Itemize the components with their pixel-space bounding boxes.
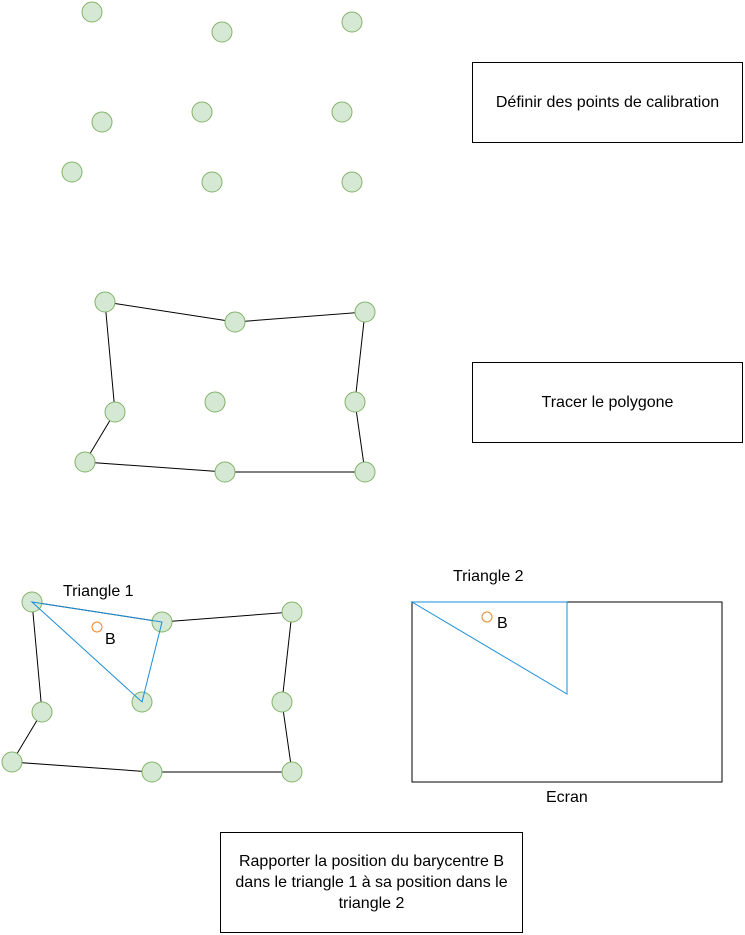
- calibration-point: [61, 161, 83, 183]
- triangle-2: [410, 601, 568, 695]
- polygon-point: [224, 311, 246, 333]
- polygon-outline: [11, 601, 293, 773]
- triangle1-label: Triangle 1: [63, 583, 134, 600]
- step-text: Définir des points de calibration: [495, 94, 720, 111]
- step-box-calibration: Définir des points de calibration: [472, 62, 743, 143]
- barycenter-label: B: [497, 615, 508, 632]
- calibration-point: [201, 171, 223, 193]
- polygon-point: [1, 751, 23, 773]
- polygon-point: [354, 461, 376, 483]
- polygon-section: [74, 291, 376, 483]
- screen-section: B: [410, 601, 723, 783]
- step-box-report: Rapporter la position du barycentre B da…: [220, 832, 523, 933]
- polygon-point: [74, 451, 96, 473]
- polygon-point: [204, 391, 226, 413]
- polygon-outline: [84, 301, 366, 473]
- triangle1-section: B: [1, 591, 303, 783]
- calibration-point: [191, 101, 213, 123]
- polygon-point: [344, 391, 366, 413]
- calibration-point: [331, 101, 353, 123]
- polygon-point: [214, 461, 236, 483]
- triangle-1: [30, 601, 163, 703]
- barycenter-label: B: [105, 631, 116, 648]
- polygon-point: [104, 401, 126, 423]
- polygon-point: [354, 301, 376, 323]
- step-text: Tracer le polygone: [541, 394, 674, 411]
- polygon-point: [31, 701, 53, 723]
- polygon-point: [94, 291, 116, 313]
- calibration-points: [61, 1, 363, 193]
- calibration-point: [211, 21, 233, 43]
- barycenter-marker: [481, 611, 493, 623]
- step-text: Rapporter la position du barycentre B da…: [235, 853, 508, 912]
- calibration-point: [341, 171, 363, 193]
- polygon-point: [271, 691, 293, 713]
- calibration-point: [81, 1, 103, 23]
- calibration-point: [341, 11, 363, 33]
- step-box-polygon: Tracer le polygone: [472, 362, 743, 443]
- screen-label: Ecran: [546, 789, 588, 806]
- polygon-point: [281, 761, 303, 783]
- polygon-point: [141, 761, 163, 783]
- polygon-point: [281, 601, 303, 623]
- triangle2-label: Triangle 2: [453, 568, 524, 585]
- calibration-point: [91, 111, 113, 133]
- barycenter-marker: [91, 621, 103, 633]
